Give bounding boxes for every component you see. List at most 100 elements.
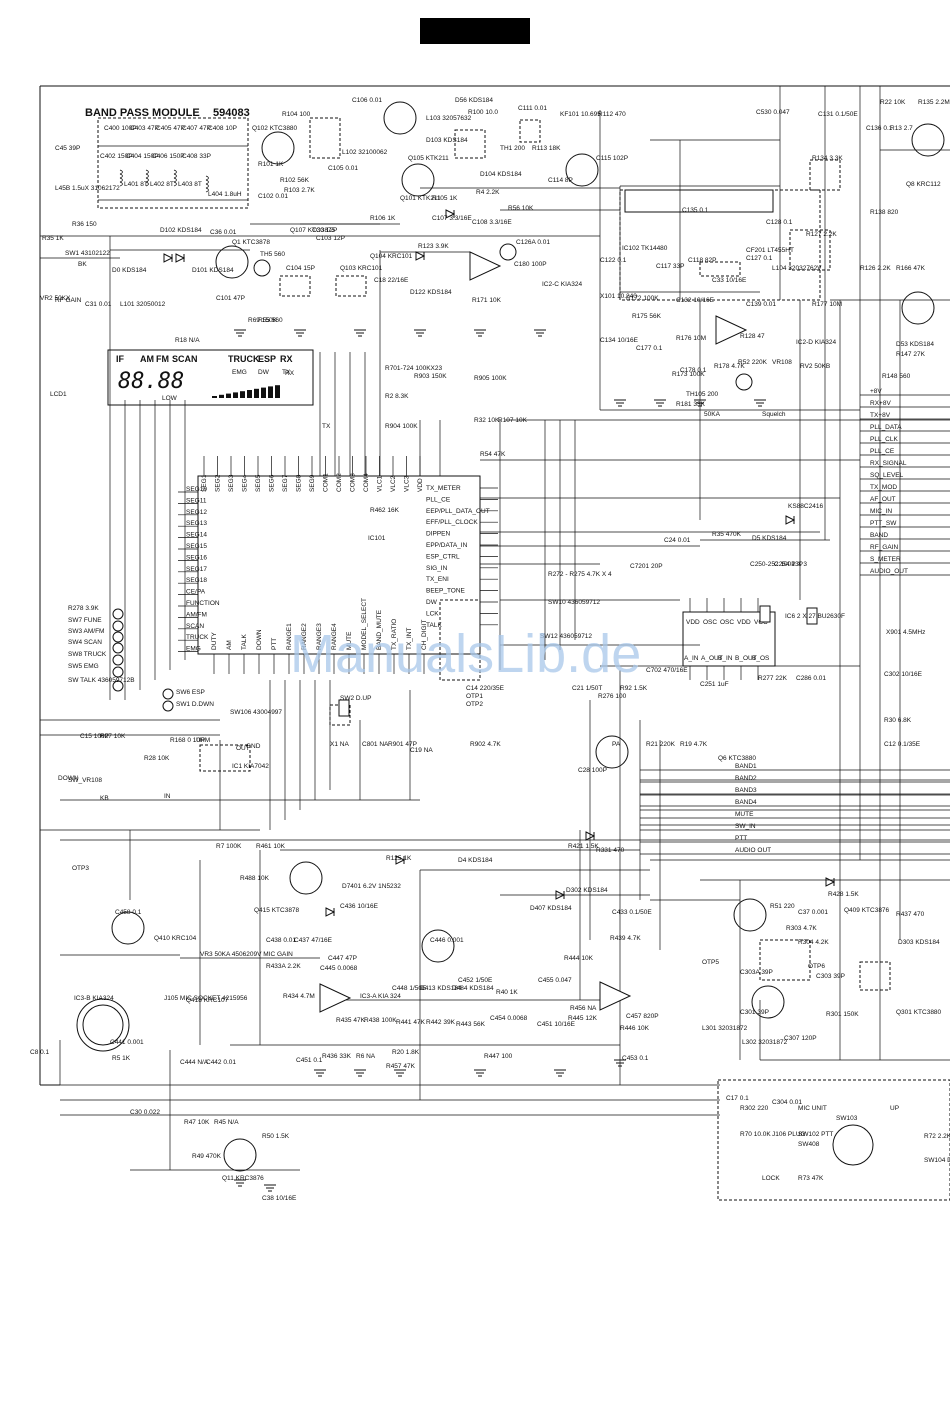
crystal	[338, 699, 350, 717]
component-label: C702 470/16E	[646, 667, 688, 674]
component-label: C286 0.01	[796, 675, 826, 682]
component-label: TH5 560	[260, 251, 285, 258]
component-label: R70 10.0K	[740, 1131, 771, 1138]
component-label: R13 2.7	[890, 125, 913, 132]
crystal	[759, 605, 771, 623]
ic101-pin-right: EPP/DATA_IN	[426, 542, 468, 549]
bottom-bus-label: BAND4	[735, 799, 757, 806]
lcd-label-fm: FM	[156, 354, 169, 364]
right-bus-label: SQ_LEVEL	[870, 472, 904, 479]
bottom-bus-label: AUDIO OUT	[735, 847, 771, 854]
component-label: Q6 KTC3880	[718, 755, 756, 762]
component-label: C180 100P	[514, 261, 547, 268]
component-label: R30 6.8K	[884, 717, 912, 724]
component-label: C177 0.1	[636, 345, 663, 352]
outer-frame	[39, 85, 950, 1086]
component-label: R173 100K	[672, 371, 705, 378]
ic101-pin-top: SEG4	[242, 474, 249, 492]
ic101-pin-right: TALK	[426, 622, 442, 629]
component-label: R138 820	[870, 209, 899, 216]
component-label: C102 0.01	[258, 193, 288, 200]
wiring	[40, 86, 950, 1171]
component-label: R461 10K	[256, 843, 286, 850]
component-label: R69 150K	[248, 317, 278, 324]
component-label: SW2 D.UP	[340, 695, 371, 702]
component-label: C21 1/50T	[572, 685, 602, 692]
component-label: IC6 2 X 27 BU2630F	[785, 613, 845, 620]
ic101-pin-left: TRUCK	[186, 634, 209, 641]
component-label: R331 470	[596, 847, 625, 854]
opamp-ic2-d	[715, 315, 748, 345]
component-label: R112 470	[598, 111, 626, 118]
ic101-pin-right: DW	[426, 599, 438, 606]
component-label: C117 33P	[656, 263, 684, 270]
component-label: D102 KDS184	[160, 227, 202, 234]
component-label: R904 100K	[385, 423, 418, 430]
component-label: C251 1uF	[700, 681, 729, 688]
ic101-pin-bottom: RANGE2	[301, 623, 308, 650]
ic101-pin-left: SEG18	[186, 577, 207, 584]
component-label: R35 1K	[42, 235, 64, 242]
component-label: R4 2.2K	[476, 189, 500, 196]
component-label: C18 22/16E	[374, 277, 409, 284]
transistor-q11	[223, 1138, 257, 1172]
component-label: C436 10/16E	[340, 903, 379, 910]
component-label: KS88C2416	[788, 503, 823, 510]
component-label: J106 PLUG	[772, 1131, 806, 1138]
component-label: R21 220K	[646, 741, 676, 748]
component-label: C45 39P	[55, 145, 80, 152]
component-label: Squelch	[762, 411, 786, 418]
component-label: R301 150K	[826, 1011, 859, 1018]
component-label: SW103	[836, 1115, 858, 1122]
component-label: C7201 20P	[630, 563, 663, 570]
component-label: Q102 KTC3880	[252, 125, 298, 132]
component-label: SW4 SCAN	[68, 639, 102, 646]
component-label: C114 8P	[548, 177, 573, 184]
component-label: C455 0.047	[538, 977, 572, 984]
component-label: R148 560	[882, 373, 911, 380]
ic101-pin-top: SEG8	[296, 474, 303, 492]
bp-cap-name: C404 150P	[126, 153, 159, 160]
component-label: OUT	[236, 745, 250, 752]
component-label: R447 100	[484, 1053, 513, 1060]
component-label: C448 1/50E	[392, 985, 427, 992]
component-label: C451 0.1	[296, 1057, 323, 1064]
band-pass-title: BAND PASS MODULE	[85, 107, 200, 119]
component-label: R5 1K	[112, 1055, 131, 1062]
bp-cap-name: C402 150P	[100, 153, 133, 160]
component-label: C104 15P	[286, 265, 315, 272]
component-label: C111 0.01	[518, 105, 547, 112]
component-box	[335, 275, 367, 297]
component-label: L103 32057632	[426, 115, 472, 122]
component-label: R102 56K	[280, 177, 310, 184]
component-label: CF201 LT455HT	[746, 247, 794, 254]
component-label: R436 33K	[322, 1053, 352, 1060]
component-label: C139 0.01	[746, 301, 776, 308]
component-label: R2 8.3K	[385, 393, 409, 400]
component-label: C17 0.1	[726, 1095, 749, 1102]
component-label: R278 3.9K	[68, 605, 99, 612]
mic-unit-box	[717, 1079, 950, 1201]
component-label: R101 1K	[258, 161, 284, 168]
ic101-pin-top: SEG1	[201, 474, 208, 492]
thermistor	[735, 373, 753, 391]
ic101-pin-bottom: TX_INT	[406, 628, 413, 650]
right-bus-label: PLL_DATA	[870, 424, 902, 431]
lcd-signal-bars	[212, 385, 280, 398]
ic101-pin-top: COM3	[350, 473, 357, 492]
component-label: SW10 436059712	[548, 599, 600, 606]
component-label: R126 2.2K	[860, 265, 891, 272]
ic6-pin-top: OSC	[703, 619, 717, 626]
component-label: C36 0.01	[210, 229, 237, 236]
transistor-q-topright	[911, 123, 945, 157]
component-label: R27 10K	[100, 733, 126, 740]
component-label: LCD1	[50, 391, 67, 398]
component-label: R462 16K	[370, 507, 400, 514]
component-label: C103 12P	[316, 235, 345, 242]
component-label: SW3 AM/FM	[68, 628, 104, 635]
ic101-pin-top: VDD	[417, 478, 424, 492]
transistor-q1	[215, 245, 249, 279]
ic101-pin-bottom: CH_DIGIT	[421, 620, 428, 650]
component-label: VR3 50KA 4506209V MIC GAIN	[200, 951, 293, 958]
opamp-ic3-a	[319, 983, 352, 1013]
